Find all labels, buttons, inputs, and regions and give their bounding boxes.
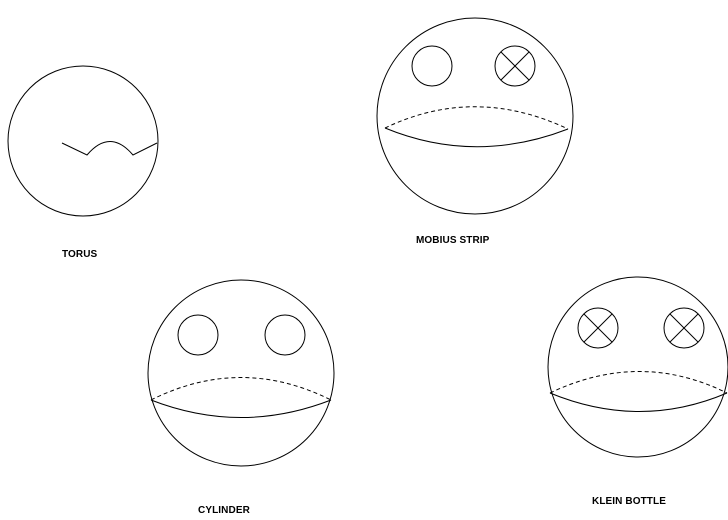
klein-figure <box>548 277 728 457</box>
cylinder-equator-back <box>151 378 331 401</box>
klein-crosscap-right <box>664 308 704 348</box>
mobius-equator-front <box>385 128 568 147</box>
cylinder-figure <box>148 280 334 466</box>
klein-label: KLEIN BOTTLE <box>592 496 666 507</box>
cylinder-label: CYLINDER <box>198 505 250 516</box>
cylinder-equator-front <box>151 400 331 418</box>
cylinder-hole-left <box>178 315 218 355</box>
cylinder-hole-right <box>265 315 305 355</box>
mobius-hole <box>412 46 452 86</box>
torus-figure <box>8 66 158 216</box>
mobius-sphere <box>377 18 573 214</box>
torus-handle-curve <box>62 142 157 156</box>
klein-equator-front <box>550 393 727 412</box>
klein-equator-back <box>550 372 727 394</box>
mobius-crosscap <box>495 46 535 86</box>
klein-crosscap-left <box>578 308 618 348</box>
klein-sphere <box>548 277 728 457</box>
torus-sphere <box>8 66 158 216</box>
torus-label: TORUS <box>62 249 97 260</box>
mobius-label: MOBIUS STRIP <box>416 235 489 246</box>
cylinder-sphere <box>148 280 334 466</box>
mobius-figure <box>377 18 573 214</box>
mobius-equator-back <box>385 107 568 129</box>
